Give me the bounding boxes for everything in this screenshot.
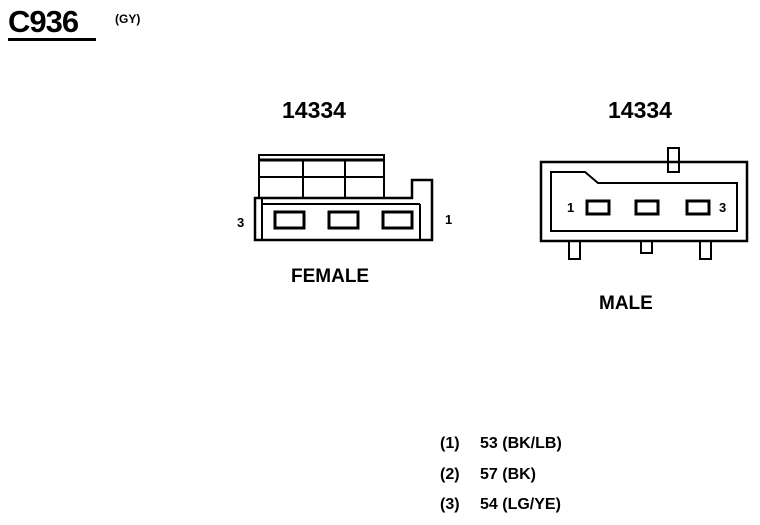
female-pin-cavity bbox=[381, 210, 414, 230]
connector-id-underline bbox=[8, 38, 96, 41]
circuit-value: 53 (BK/LB) bbox=[480, 435, 562, 452]
female-connector-body bbox=[253, 178, 434, 242]
female-part-number: 14334 bbox=[282, 97, 346, 123]
male-label: MALE bbox=[599, 293, 653, 314]
circuit-row: (3) 54 (LG/YE) bbox=[440, 496, 561, 514]
male-bottom-pin bbox=[640, 240, 653, 254]
male-top-tab bbox=[667, 147, 680, 173]
circuit-row: (2) 57 (BK) bbox=[440, 466, 536, 484]
female-pin-cavity bbox=[327, 210, 360, 230]
male-connector-drawing bbox=[539, 147, 749, 260]
female-pin-cavity bbox=[273, 210, 306, 230]
female-label: FEMALE bbox=[291, 266, 370, 287]
female-pin-label-right: 1 bbox=[445, 212, 453, 227]
male-part-number: 14334 bbox=[608, 97, 672, 123]
connector-id: C936 bbox=[8, 4, 79, 39]
male-bottom-pin bbox=[568, 240, 581, 260]
male-pin-cavity bbox=[685, 199, 711, 216]
female-connector-drawing bbox=[253, 154, 434, 242]
female-pin-label-left: 3 bbox=[237, 215, 245, 230]
male-pin-cavity bbox=[585, 199, 611, 216]
circuit-pin: (3) bbox=[440, 496, 460, 513]
circuit-value: 57 (BK) bbox=[480, 466, 537, 483]
circuit-row: (1) 53 (BK/LB) bbox=[440, 435, 562, 453]
connector-color-code: (GY) bbox=[115, 12, 141, 26]
male-pin-label-left: 1 bbox=[567, 200, 575, 215]
circuit-pin: (1) bbox=[440, 435, 460, 452]
circuit-value: 54 (LG/YE) bbox=[480, 496, 561, 513]
circuit-pin: (2) bbox=[440, 466, 460, 483]
male-pin-label-right: 3 bbox=[719, 200, 727, 215]
male-bottom-pin bbox=[699, 240, 712, 260]
male-pin-cavity bbox=[634, 199, 660, 216]
